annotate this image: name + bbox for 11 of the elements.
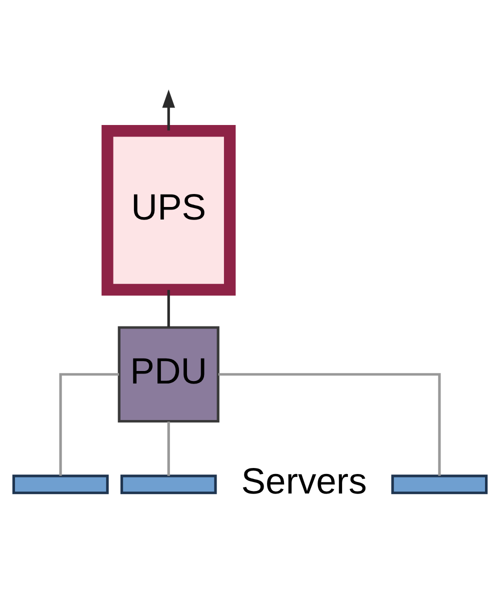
connector bbox=[218, 372, 441, 476]
node-bar bbox=[12, 474, 109, 494]
node-bar bbox=[120, 474, 217, 494]
connector bbox=[59, 372, 120, 476]
node-box: UPS bbox=[102, 124, 236, 296]
node-bar bbox=[391, 474, 488, 494]
connector bbox=[167, 289, 170, 327]
label: Servers bbox=[241, 460, 367, 501]
arrow bbox=[162, 88, 176, 130]
node-box: PDU bbox=[118, 326, 220, 422]
connector bbox=[167, 421, 170, 476]
